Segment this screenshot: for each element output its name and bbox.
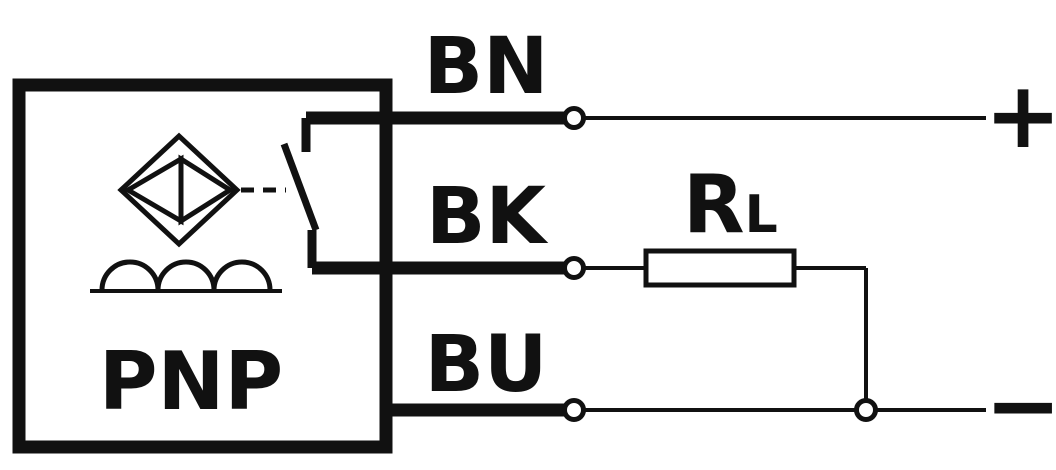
switch-blade [280,142,320,232]
load-resistor [643,248,797,288]
wire-bu [383,398,986,422]
minus-terminal-label: − [984,352,1056,459]
label-load-main: R [683,158,745,251]
terminal-bu [562,398,586,422]
label-load: RL [683,158,778,251]
coil-icon [90,259,282,293]
label-bn: BN [424,22,549,112]
device-type-label: PNP [99,335,283,428]
label-load-sub: L [745,185,778,245]
sensor-diamond-icon [117,132,241,248]
label-bu: BU [425,320,548,410]
junction-node [854,398,878,422]
wire-bn [306,106,986,130]
terminal-bn [562,106,586,130]
label-bk: BK [426,172,548,262]
coil-arcs [99,259,273,291]
terminal-bk [562,256,586,280]
wire-bk [312,248,868,401]
plus-terminal-label: + [984,62,1056,169]
proximity-sensor-icon [117,132,241,248]
switch-icon [280,118,320,268]
sensor-bowtie-icon [123,154,235,226]
